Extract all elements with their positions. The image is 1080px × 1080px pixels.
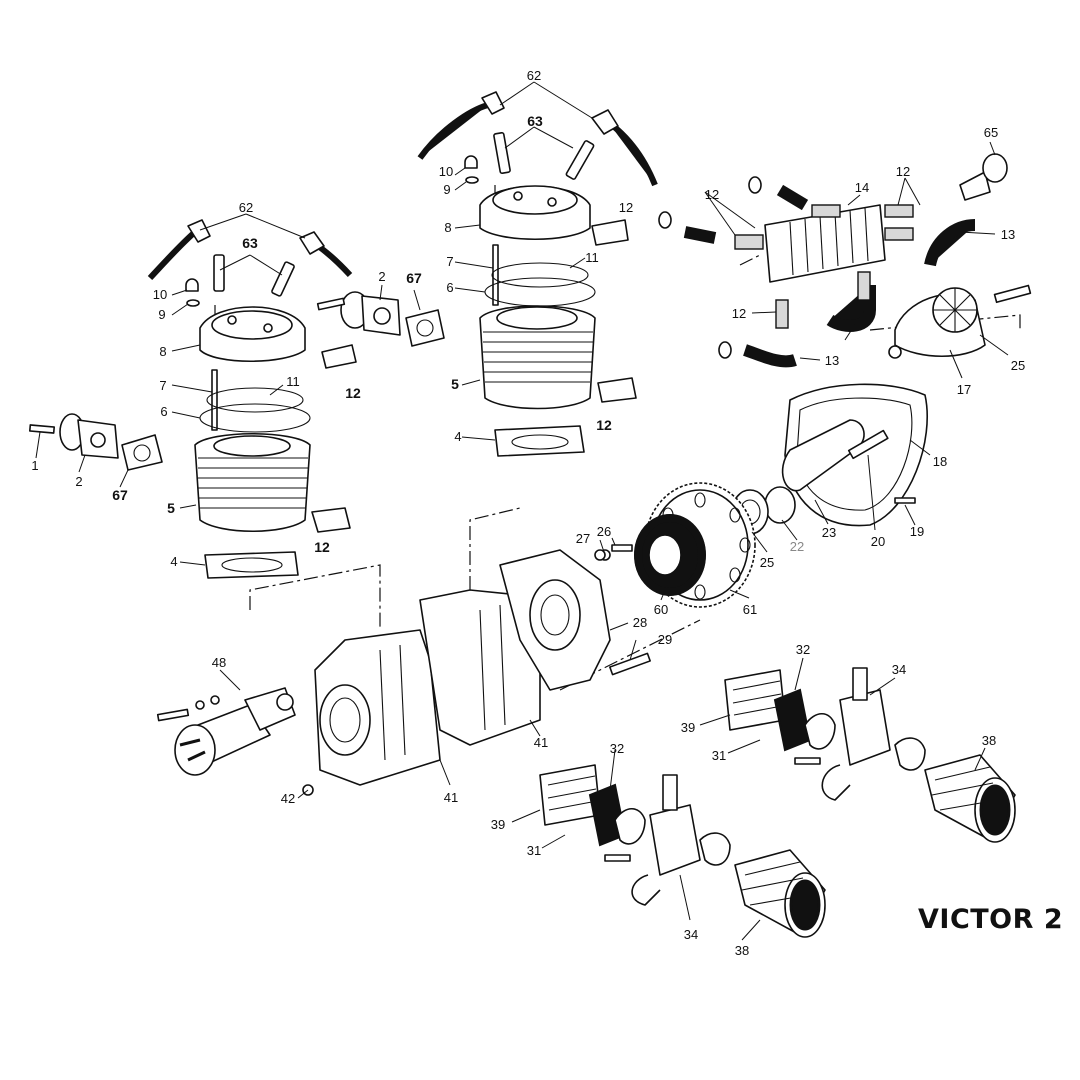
callout-48: 48 xyxy=(212,655,226,670)
callout-4: 4 xyxy=(170,554,177,569)
callout-12: 12 xyxy=(896,164,910,179)
callout-32: 32 xyxy=(796,642,810,657)
callout-23: 23 xyxy=(822,525,836,540)
callout-2: 2 xyxy=(378,269,385,284)
callout-19: 19 xyxy=(910,524,924,539)
callout-41: 41 xyxy=(444,790,458,805)
callout-6: 6 xyxy=(446,280,453,295)
callout-11: 11 xyxy=(585,250,599,265)
callout-12: 12 xyxy=(732,306,746,321)
callout-26: 26 xyxy=(597,524,611,539)
carb-assembly-lower xyxy=(539,764,826,938)
callout-31: 31 xyxy=(527,843,541,858)
callout-8: 8 xyxy=(444,220,451,235)
callout-67: 67 xyxy=(406,270,422,286)
starter-motor xyxy=(156,687,296,776)
callout-63: 63 xyxy=(242,235,258,251)
callout-2: 2 xyxy=(75,474,82,489)
callout-38: 38 xyxy=(735,943,749,958)
callout-9: 9 xyxy=(443,182,450,197)
callout-5: 5 xyxy=(451,376,459,392)
callout-18: 18 xyxy=(933,454,947,469)
leader-lines xyxy=(35,81,1009,941)
callout-12: 12 xyxy=(314,539,330,555)
callout-labels: 62 63 10 9 8 12 7 11 6 5 12 4 62 63 10 9… xyxy=(31,68,1025,958)
crankcase xyxy=(302,549,651,796)
callout-20: 20 xyxy=(871,534,885,549)
callout-29: 29 xyxy=(658,632,672,647)
callout-42: 42 xyxy=(281,791,295,806)
callout-39: 39 xyxy=(491,817,505,832)
callout-12: 12 xyxy=(705,187,719,202)
callout-28: 28 xyxy=(633,615,647,630)
callout-12: 12 xyxy=(345,385,361,401)
callout-32: 32 xyxy=(610,741,624,756)
callout-25: 25 xyxy=(1011,358,1025,373)
callout-4: 4 xyxy=(454,429,461,444)
callout-39: 39 xyxy=(681,720,695,735)
callout-62: 62 xyxy=(527,68,541,83)
callout-13: 13 xyxy=(1001,227,1015,242)
callout-1: 1 xyxy=(31,458,38,473)
callout-13: 13 xyxy=(825,353,839,368)
callout-38: 38 xyxy=(982,733,996,748)
callout-34: 34 xyxy=(892,662,906,677)
left-cylinder-assembly xyxy=(28,219,445,579)
diagram-title: VICTOR 2 xyxy=(918,904,1063,935)
callout-12: 12 xyxy=(619,200,633,215)
callout-60: 60 xyxy=(654,602,668,617)
callout-9: 9 xyxy=(158,307,165,322)
callout-11: 11 xyxy=(286,374,300,389)
callout-10: 10 xyxy=(153,287,167,302)
callout-14: 14 xyxy=(855,180,869,195)
callout-22: 22 xyxy=(790,539,804,554)
callout-5: 5 xyxy=(167,500,175,516)
callout-7: 7 xyxy=(446,254,453,269)
cooling-assembly xyxy=(658,153,1032,535)
callout-27: 27 xyxy=(576,531,590,546)
callout-17: 17 xyxy=(957,382,971,397)
carb-assembly-upper xyxy=(724,667,1016,843)
callout-12: 12 xyxy=(596,417,612,433)
callout-67: 67 xyxy=(112,487,128,503)
callout-25: 25 xyxy=(760,555,774,570)
callout-34: 34 xyxy=(684,927,698,942)
callout-6: 6 xyxy=(160,404,167,419)
callout-62: 62 xyxy=(239,200,253,215)
callout-7: 7 xyxy=(159,378,166,393)
callout-10: 10 xyxy=(439,164,453,179)
callout-31: 31 xyxy=(712,748,726,763)
callout-8: 8 xyxy=(159,344,166,359)
callout-61: 61 xyxy=(743,602,757,617)
flywheel-assembly xyxy=(599,482,756,608)
callout-63: 63 xyxy=(527,113,543,129)
center-cylinder-assembly xyxy=(417,91,658,457)
callout-41: 41 xyxy=(534,735,548,750)
callout-65: 65 xyxy=(984,125,998,140)
